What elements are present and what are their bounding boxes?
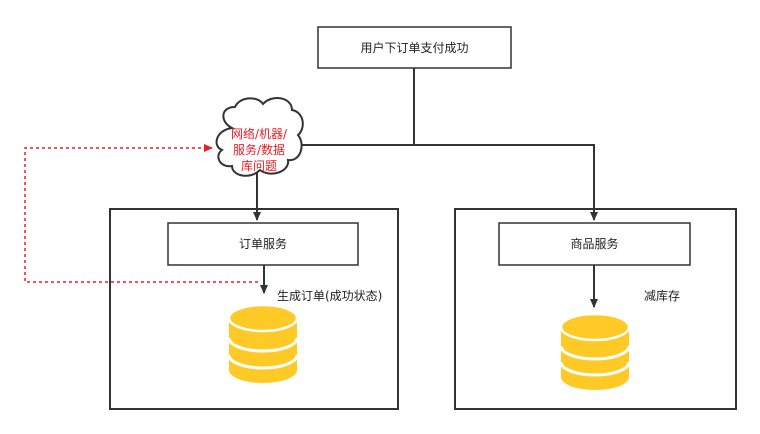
order-system-container [109, 208, 399, 410]
product-system-container [454, 208, 737, 410]
order-service-box [167, 222, 359, 266]
product-service-box [498, 222, 691, 266]
annotation-create-order: 生成订单(成功状态) [277, 289, 382, 303]
annotation-reduce-stock: 减库存 [644, 288, 680, 303]
connector-to-product-service [414, 144, 598, 221]
failure-dashed-path [24, 144, 258, 283]
cloud-line-3: 库问题 [241, 158, 277, 173]
cloud-line-2: 服务/数据 [233, 142, 285, 157]
product-database-icon [559, 312, 631, 390]
failure-cloud: 网络/机器/ 服务/数据 库问题 [215, 97, 304, 177]
order-service-label: 订单服务 [239, 236, 287, 251]
top-event-box [317, 26, 512, 69]
cloud-shape [215, 97, 304, 177]
order-database-icon [227, 303, 299, 383]
cloud-line-1: 网络/机器/ [231, 126, 288, 141]
product-service-label: 商品服务 [570, 236, 618, 251]
top-event-label: 用户下订单支付成功 [360, 40, 468, 55]
